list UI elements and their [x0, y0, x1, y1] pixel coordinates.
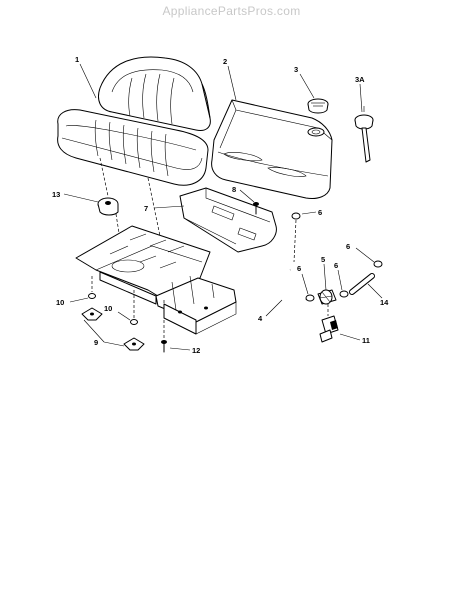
- callout-fuel-line: 4: [258, 314, 263, 323]
- callout-fuel-gauge-cap: 3A: [355, 75, 365, 84]
- callout-lockwasher-right: 10: [104, 304, 112, 313]
- callout-shutoff-valve: 11: [362, 336, 370, 345]
- callout-hose-clamp-upper: 6: [346, 242, 350, 251]
- callout-knob-left: 9: [94, 338, 98, 347]
- lockwasher-left-part[interactable]: [88, 293, 96, 299]
- lockwasher-right-part[interactable]: [130, 319, 138, 325]
- hose-clamp-tank-part[interactable]: [291, 212, 301, 220]
- callout-lockwasher-left: 10: [56, 298, 64, 307]
- fuel-cap-part[interactable]: [307, 98, 329, 114]
- callout-hose-clamp-filter-right: 6: [334, 261, 338, 270]
- fuel-filter-part[interactable]: [317, 289, 337, 305]
- callout-fuel-line-short: 14: [380, 298, 389, 307]
- callout-seat: 1: [75, 55, 79, 64]
- seat-part[interactable]: [57, 56, 211, 186]
- seat-knob-part[interactable]: [97, 197, 119, 216]
- carriage-bolt-part[interactable]: [161, 340, 167, 353]
- callout-fuel-tank: 2: [223, 57, 227, 66]
- callout-seat-knob: 13: [52, 190, 60, 199]
- knob-right-part[interactable]: [123, 337, 145, 351]
- hose-clamp-upper-part[interactable]: [373, 260, 383, 268]
- seat-pan-frame-part[interactable]: [75, 225, 237, 335]
- callout-fuel-cap: 3: [294, 65, 298, 74]
- knob-left-part[interactable]: [81, 307, 103, 321]
- shutoff-valve-part[interactable]: [319, 315, 339, 343]
- hose-clamp-filter-left-part[interactable]: [305, 294, 315, 302]
- hose-clamp-filter-right-part[interactable]: [339, 290, 349, 298]
- callout-hose-clamp-filter-left: 6: [297, 264, 301, 273]
- fuel-line-short-part[interactable]: [349, 273, 375, 295]
- fuel-tank-part[interactable]: [211, 99, 333, 199]
- tank-bracket-part[interactable]: [179, 187, 277, 253]
- callout-tank-bracket: 7: [144, 204, 148, 213]
- bracket-screw-part[interactable]: [253, 202, 259, 215]
- callout-bracket-screw: 8: [232, 185, 236, 194]
- fuel-line-part[interactable]: [281, 268, 308, 308]
- callout-fuel-filter: 5: [321, 255, 325, 264]
- fuel-gauge-cap-part[interactable]: [354, 106, 374, 163]
- watermark-text: AppliancePartsPros.com: [162, 4, 301, 18]
- callout-carriage-bolt: 12: [192, 346, 200, 355]
- callout-hose-clamp-tank: 6: [318, 208, 322, 217]
